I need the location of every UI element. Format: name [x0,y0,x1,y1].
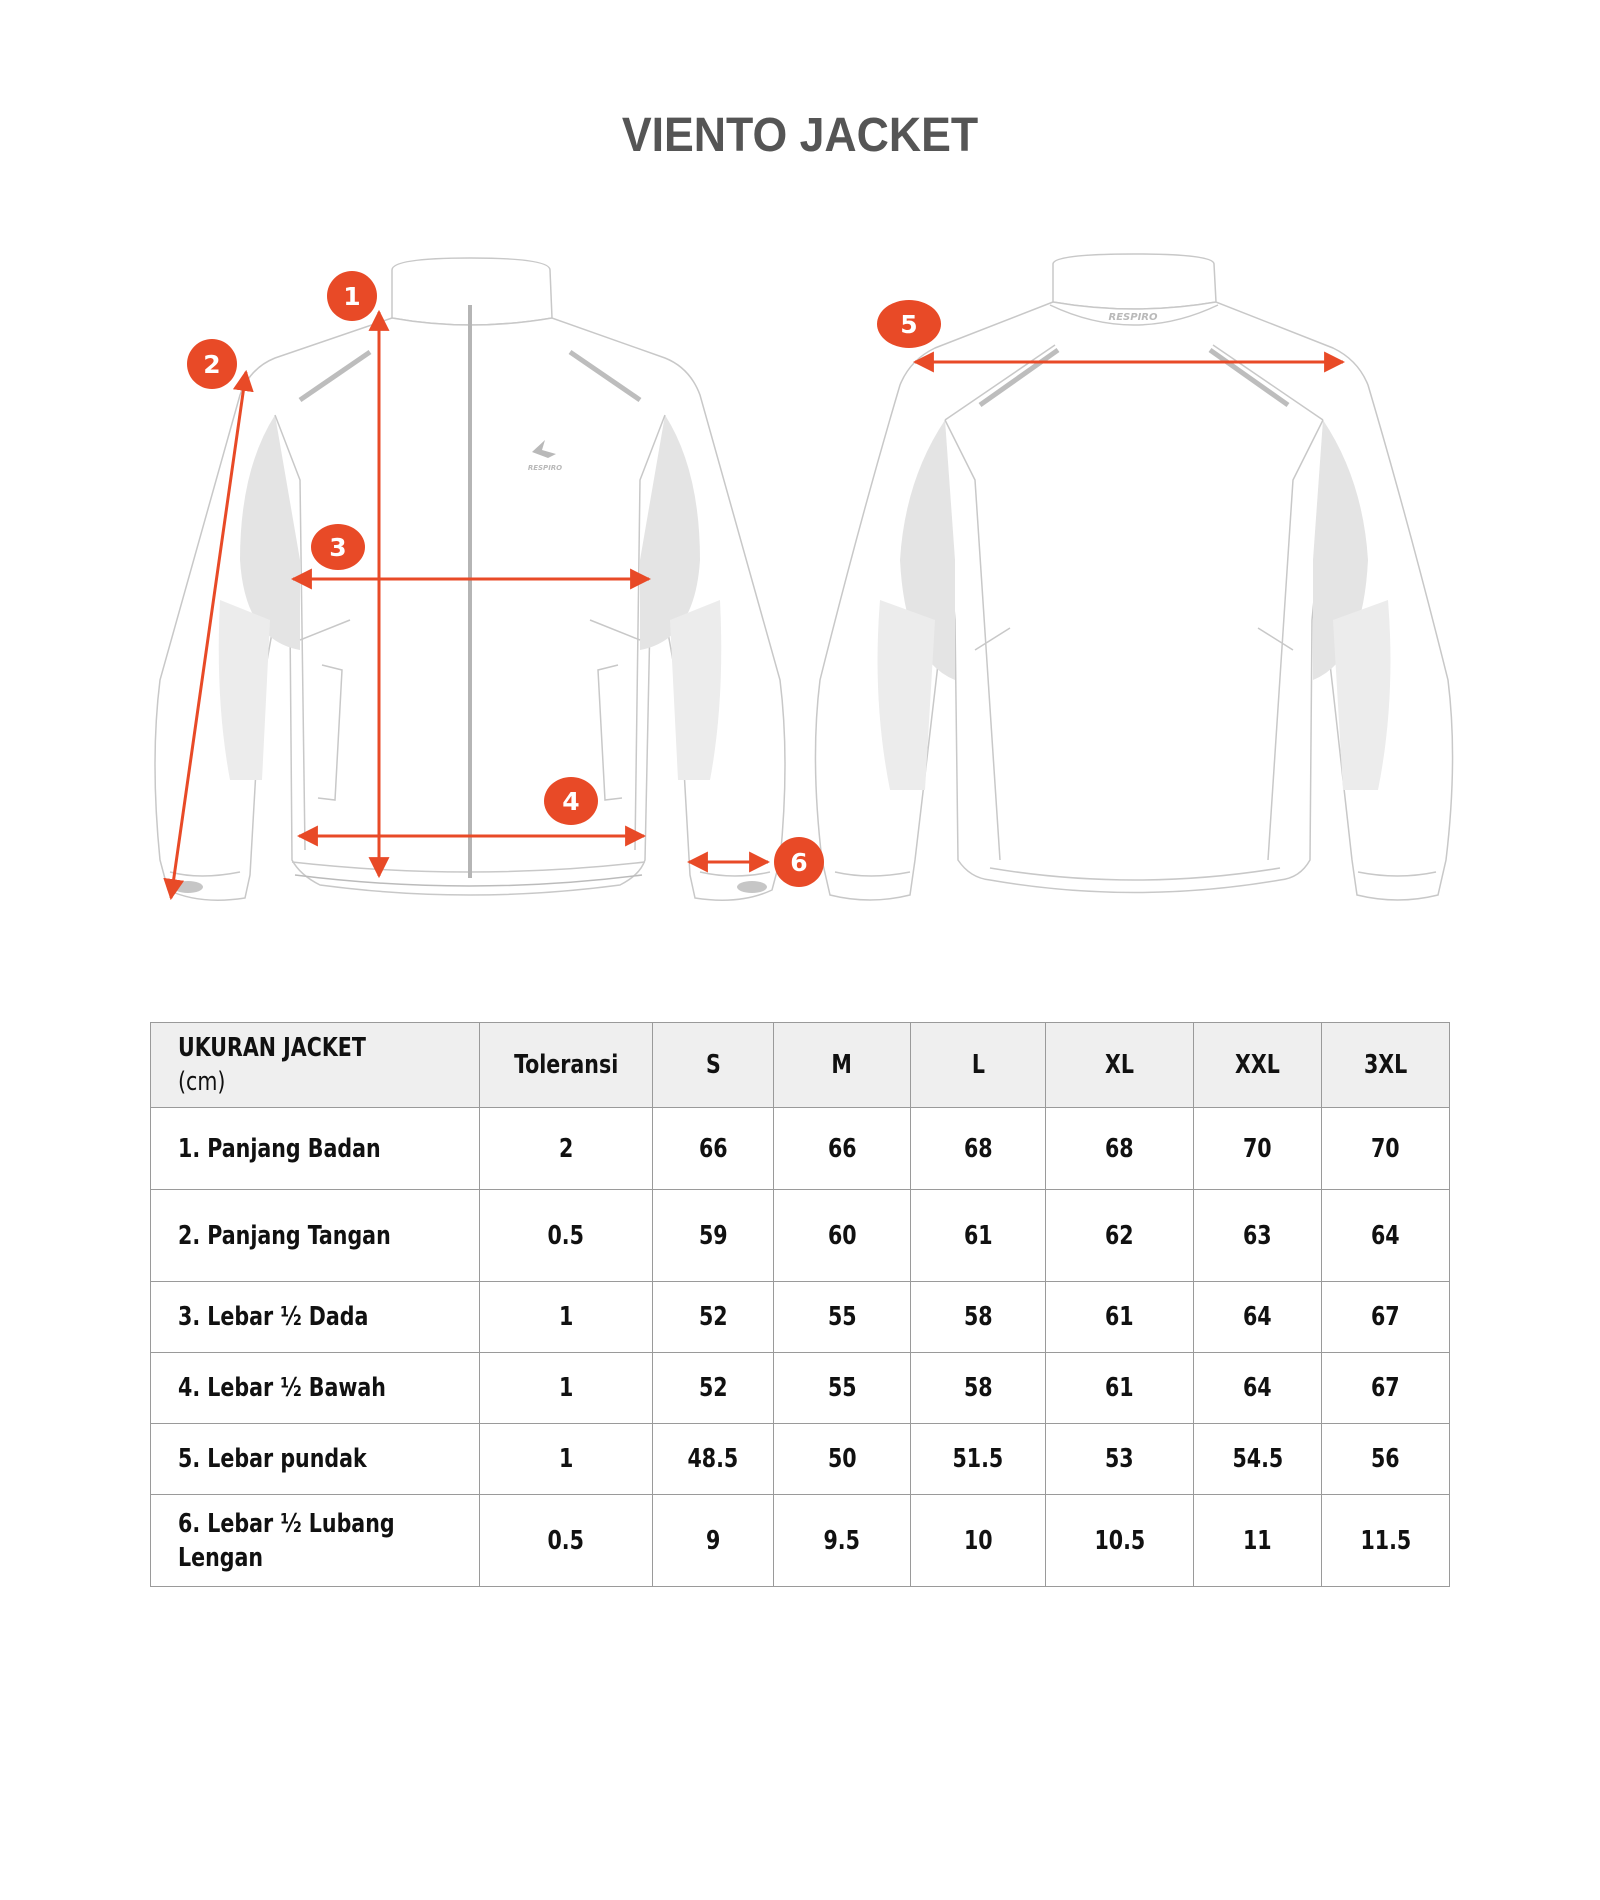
header-size-xl: XL [1045,1022,1194,1108]
cell-3xl: 67 [1321,1352,1450,1424]
header-size-label: UKURAN JACKET (cm) [150,1022,480,1108]
row-label: 1. Panjang Badan [150,1107,480,1190]
cell-3xl: 11.5 [1321,1494,1450,1587]
marker-badge-5: 5 [877,300,941,348]
cell-m: 55 [773,1281,911,1353]
header-unit: (cm) [178,1067,226,1097]
marker-badge-1: 1 [327,271,377,321]
row-tolerance: 1 [479,1352,653,1424]
cell-s: 52 [652,1281,774,1353]
cell-s: 9 [652,1494,774,1587]
header-tolerance: Toleransi [479,1022,653,1108]
cell-s: 66 [652,1107,774,1190]
cell-3xl: 56 [1321,1423,1450,1495]
cell-m: 55 [773,1352,911,1424]
marker-badge-6: 6 [774,837,824,887]
svg-text:3: 3 [329,533,346,562]
cell-m: 9.5 [773,1494,911,1587]
cell-xxl: 11 [1193,1494,1322,1587]
table-row: 6. Lebar ½ Lubang Lengan 0.5 9 9.5 10 10… [150,1494,1450,1587]
marker-badge-2: 2 [187,339,237,389]
jacket-back-sketch [814,253,1454,901]
header-size-m: M [773,1022,911,1108]
cell-xxl: 70 [1193,1107,1322,1190]
size-chart-table: UKURAN JACKET (cm) Toleransi S M L XL XX… [150,1022,1450,1587]
cell-xxl: 63 [1193,1189,1322,1282]
cell-xxl: 64 [1193,1352,1322,1424]
row-label: 3. Lebar ½ Dada [150,1281,480,1353]
brand-logo-icon: RESPIRO [528,440,562,472]
table-row: 2. Panjang Tangan 0.5 59 60 61 62 63 64 [150,1189,1450,1282]
arrow-2-sleeve-length [163,369,254,901]
jacket-front-sketch [154,257,786,901]
header-size-3xl: 3XL [1321,1022,1450,1108]
page-title: VIENTO JACKET [621,109,979,162]
header-size-xxl: XXL [1193,1022,1322,1108]
cell-l: 58 [910,1352,1046,1424]
cell-s: 52 [652,1352,774,1424]
table-row: 1. Panjang Badan 2 66 66 68 68 70 70 [150,1107,1450,1190]
table-row: 5. Lebar pundak 1 48.5 50 51.5 53 54.5 5… [150,1423,1450,1495]
svg-text:4: 4 [562,787,579,816]
svg-text:6: 6 [790,848,807,877]
cell-s: 48.5 [652,1423,774,1495]
header-size-l: L [910,1022,1046,1108]
row-tolerance: 2 [479,1107,653,1190]
svg-text:1: 1 [343,282,360,311]
cell-3xl: 67 [1321,1281,1450,1353]
svg-text:2: 2 [203,350,220,379]
cell-xxl: 54.5 [1193,1423,1322,1495]
header-size-s: S [652,1022,774,1108]
back-collar-logo-text: RESPIRO [1109,312,1158,323]
measurement-arrows [163,309,1346,901]
row-tolerance: 1 [479,1281,653,1353]
front-logo-text: RESPIRO [528,464,562,472]
marker-badge-4: 4 [544,777,598,825]
row-label: 6. Lebar ½ Lubang Lengan [150,1494,480,1587]
cell-xl: 53 [1045,1423,1194,1495]
cell-s: 59 [652,1189,774,1282]
cell-xl: 61 [1045,1352,1194,1424]
row-label: 4. Lebar ½ Bawah [150,1352,480,1424]
table-row: 4. Lebar ½ Bawah 1 52 55 58 61 64 67 [150,1352,1450,1424]
jacket-diagram: RESPIRO RESPIRO 1 2 [154,253,1454,901]
row-label: 5. Lebar pundak [150,1423,480,1495]
marker-badge-3: 3 [311,524,365,570]
svg-text:5: 5 [900,310,917,339]
cell-m: 50 [773,1423,911,1495]
cell-xl: 61 [1045,1281,1194,1353]
cell-xl: 62 [1045,1189,1194,1282]
cell-l: 51.5 [910,1423,1046,1495]
row-tolerance: 1 [479,1423,653,1495]
cell-xl: 68 [1045,1107,1194,1190]
cell-l: 68 [910,1107,1046,1190]
cell-l: 58 [910,1281,1046,1353]
cell-3xl: 64 [1321,1189,1450,1282]
row-label: 2. Panjang Tangan [150,1189,480,1282]
cell-3xl: 70 [1321,1107,1450,1190]
cell-l: 10 [910,1494,1046,1587]
cell-l: 61 [910,1189,1046,1282]
row-tolerance: 0.5 [479,1494,653,1587]
cell-m: 66 [773,1107,911,1190]
row-tolerance: 0.5 [479,1189,653,1282]
cell-xl: 10.5 [1045,1494,1194,1587]
table-header-row: UKURAN JACKET (cm) Toleransi S M L XL XX… [150,1022,1450,1108]
table-row: 3. Lebar ½ Dada 1 52 55 58 61 64 67 [150,1281,1450,1353]
cell-xxl: 64 [1193,1281,1322,1353]
cell-m: 60 [773,1189,911,1282]
